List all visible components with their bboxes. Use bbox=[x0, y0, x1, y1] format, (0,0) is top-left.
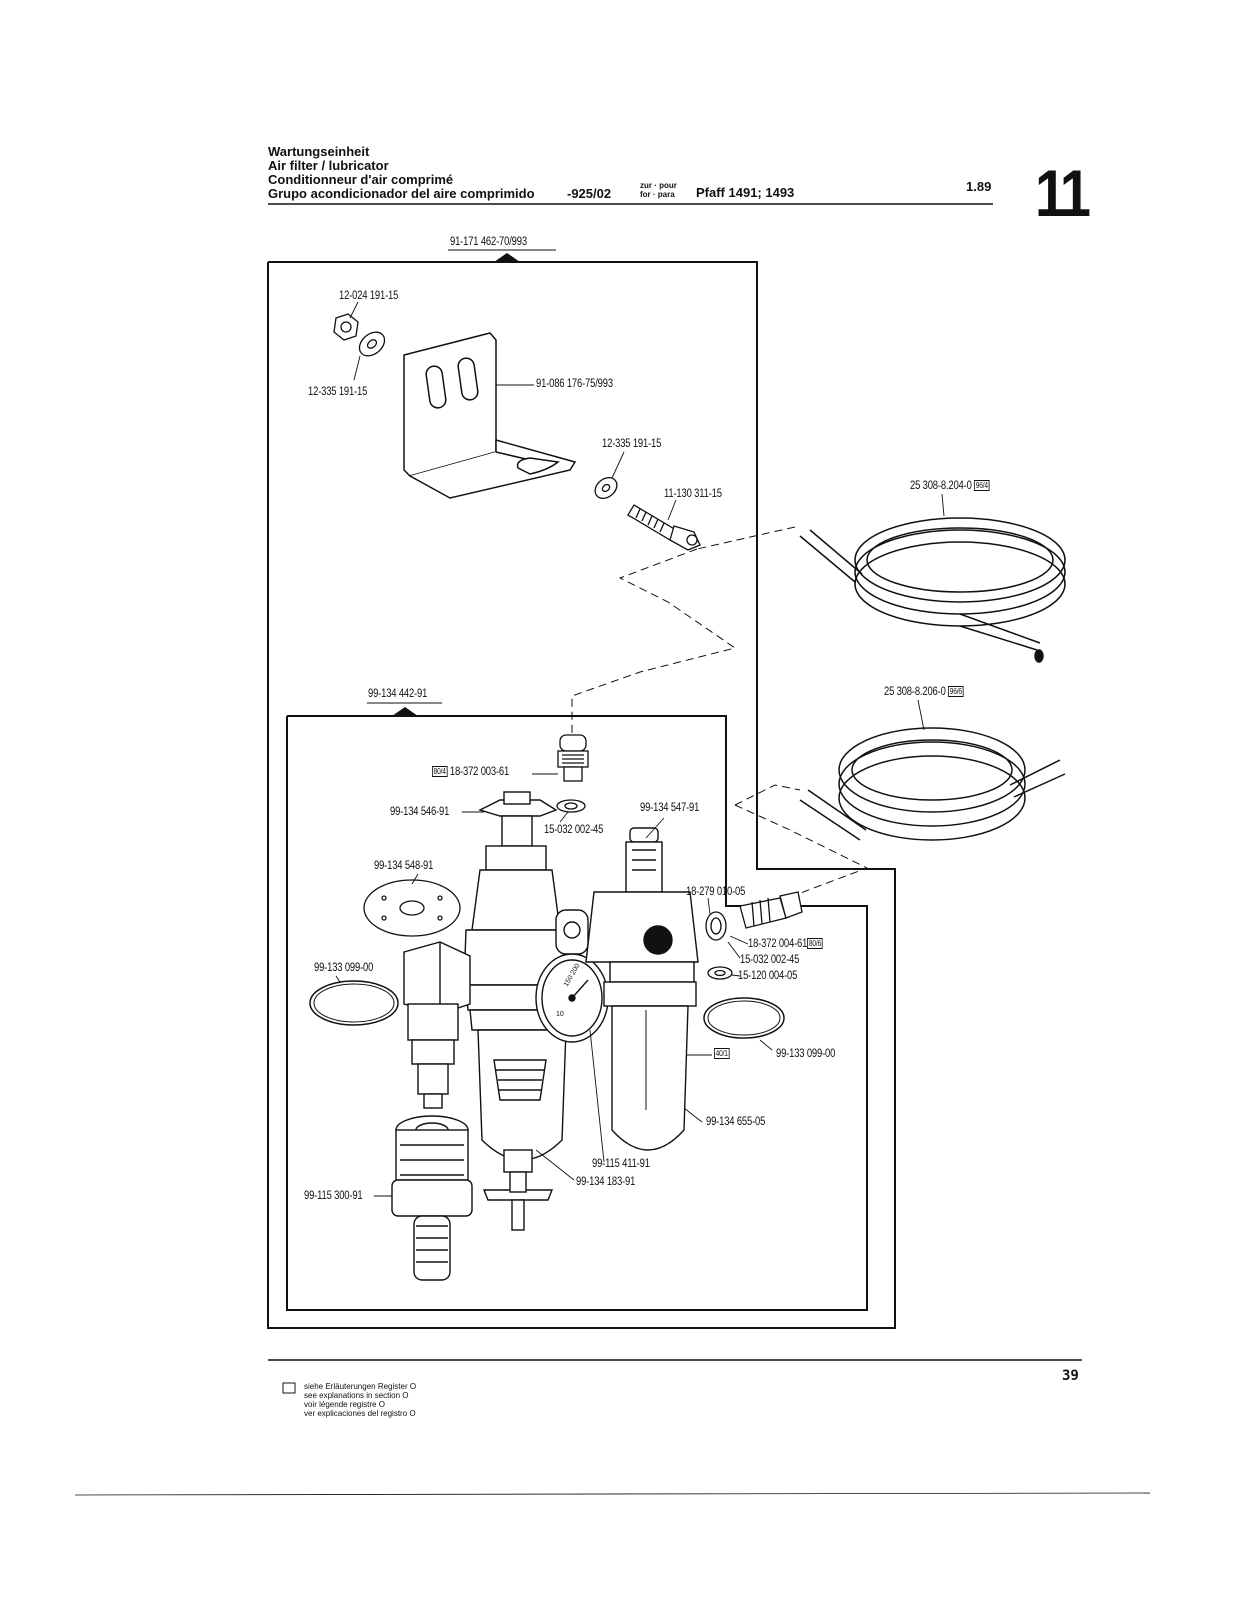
nipple-right-ref-badge: 80/6 bbox=[807, 938, 823, 950]
part-code: -925/02 bbox=[567, 186, 612, 201]
nipple-top-number: 18-372 003-61 bbox=[449, 766, 510, 778]
part-label-nut: 12-024 191-15 bbox=[339, 290, 399, 302]
hose-coil-1 bbox=[799, 517, 1066, 663]
nut-part bbox=[333, 313, 386, 357]
gauge-inner-text: 10 bbox=[556, 1011, 564, 1018]
oring-right-inner bbox=[707, 1000, 781, 1036]
hose-1-number: 25 308-8.204-0 bbox=[910, 480, 972, 492]
part-label-oring-right: 99-133 099-00 bbox=[776, 1048, 836, 1060]
oring-left bbox=[309, 980, 399, 1026]
nipple-top-ref-badge: 80/4 bbox=[432, 766, 448, 778]
part-label-gauge: 99-115 411-91 bbox=[592, 1158, 650, 1170]
for-label-line1: zur · pour bbox=[640, 181, 677, 190]
part-label-lubricator-head: 99-134 547-91 bbox=[640, 802, 700, 814]
title-french: Conditionneur d'air comprimé bbox=[268, 172, 454, 187]
nipple-top-part bbox=[556, 734, 589, 813]
part-label-knob: 99-134 546-91 bbox=[390, 806, 450, 818]
lub-ref-badge: 40/1 bbox=[714, 1048, 730, 1060]
hose-1-ref-badge: 96/4 bbox=[974, 480, 990, 492]
part-label-washer-top: 12-335 191-15 bbox=[308, 386, 368, 398]
part-label-bowl: 99-134 655-05 bbox=[706, 1116, 766, 1128]
part-label-lub-ref: 40/1 bbox=[714, 1048, 730, 1060]
scan-edge-line bbox=[74, 1492, 1151, 1496]
title-german: Wartungseinheit bbox=[268, 144, 370, 159]
part-label-washer-screw: 12-335 191-15 bbox=[602, 438, 662, 450]
footnote-french: voir légende registre O bbox=[304, 1400, 385, 1409]
part-label-hose-1: 25 308-8.204-0 96/4 bbox=[910, 480, 990, 492]
issue-date: 1.89 bbox=[966, 179, 992, 194]
machine-model: Pfaff 1491; 1493 bbox=[696, 185, 795, 200]
part-label-oring-left: 99-133 099-00 bbox=[314, 962, 374, 974]
outer-assembly-arrow bbox=[494, 253, 520, 262]
pressure-gauge bbox=[535, 953, 609, 1043]
assembly-inner-label: 99-134 442-91 bbox=[368, 688, 428, 700]
part-label-fitting: 18-279 010-05 bbox=[686, 886, 746, 898]
title-spanish: Grupo acondicionador del aire comprimido bbox=[268, 186, 535, 201]
part-label-seal-right: 15-032 002-45 bbox=[740, 954, 800, 966]
assembly-outer-label: 91-171 462-70/993 bbox=[450, 236, 527, 248]
inner-assembly-arrow bbox=[392, 707, 418, 716]
oring-left-inner bbox=[313, 983, 395, 1023]
bracket-part bbox=[403, 332, 577, 499]
screw-part bbox=[594, 477, 701, 551]
part-label-screw: 11-130 311-15 bbox=[664, 488, 722, 500]
page-number: 39 bbox=[1062, 1368, 1079, 1384]
part-label-nipple-top: 80/4 18-372 003-61 bbox=[432, 766, 509, 778]
hose-2-number: 25 308-8.206-0 bbox=[884, 686, 946, 698]
quick-coupling bbox=[391, 1115, 473, 1281]
left-coupling bbox=[403, 941, 471, 1109]
title-english: Air filter / lubricator bbox=[268, 158, 389, 173]
footnote-box-icon bbox=[282, 1382, 296, 1394]
right-fittings bbox=[705, 891, 803, 980]
part-label-seal-top: 15-032 002-45 bbox=[544, 824, 604, 836]
nipple-right-number: 18-372 004-61 bbox=[748, 938, 808, 950]
diaphragm-part bbox=[363, 879, 461, 937]
part-label-diaphragm: 99-134 548-91 bbox=[374, 860, 434, 872]
for-label-line2: for · para bbox=[640, 190, 675, 199]
hose-coil-2 bbox=[799, 727, 1066, 841]
part-label-bracket: 91-086 176-75/993 bbox=[536, 378, 613, 390]
part-label-washer-right: 15-120 004-05 bbox=[738, 970, 798, 982]
section-number: 11 bbox=[1035, 156, 1091, 230]
inner-assembly-frame bbox=[286, 715, 868, 1311]
part-label-coupling: 99-115 300-91 bbox=[304, 1190, 363, 1202]
footnote-english: see explanations in section O bbox=[304, 1391, 409, 1400]
lubricator-unit bbox=[585, 827, 699, 1151]
hose-2-ref-badge: 96/6 bbox=[948, 686, 964, 698]
outer-assembly-frame bbox=[267, 261, 896, 1329]
footnote-spanish: ver explicaciones del registro O bbox=[304, 1409, 416, 1418]
footnote-german: siehe Erläuterungen Register O bbox=[304, 1382, 417, 1391]
part-label-drain: 99-134 183-91 bbox=[576, 1176, 636, 1188]
part-label-hose-2: 25 308-8.206-0 96/6 bbox=[884, 686, 964, 698]
oring-right bbox=[703, 997, 785, 1039]
